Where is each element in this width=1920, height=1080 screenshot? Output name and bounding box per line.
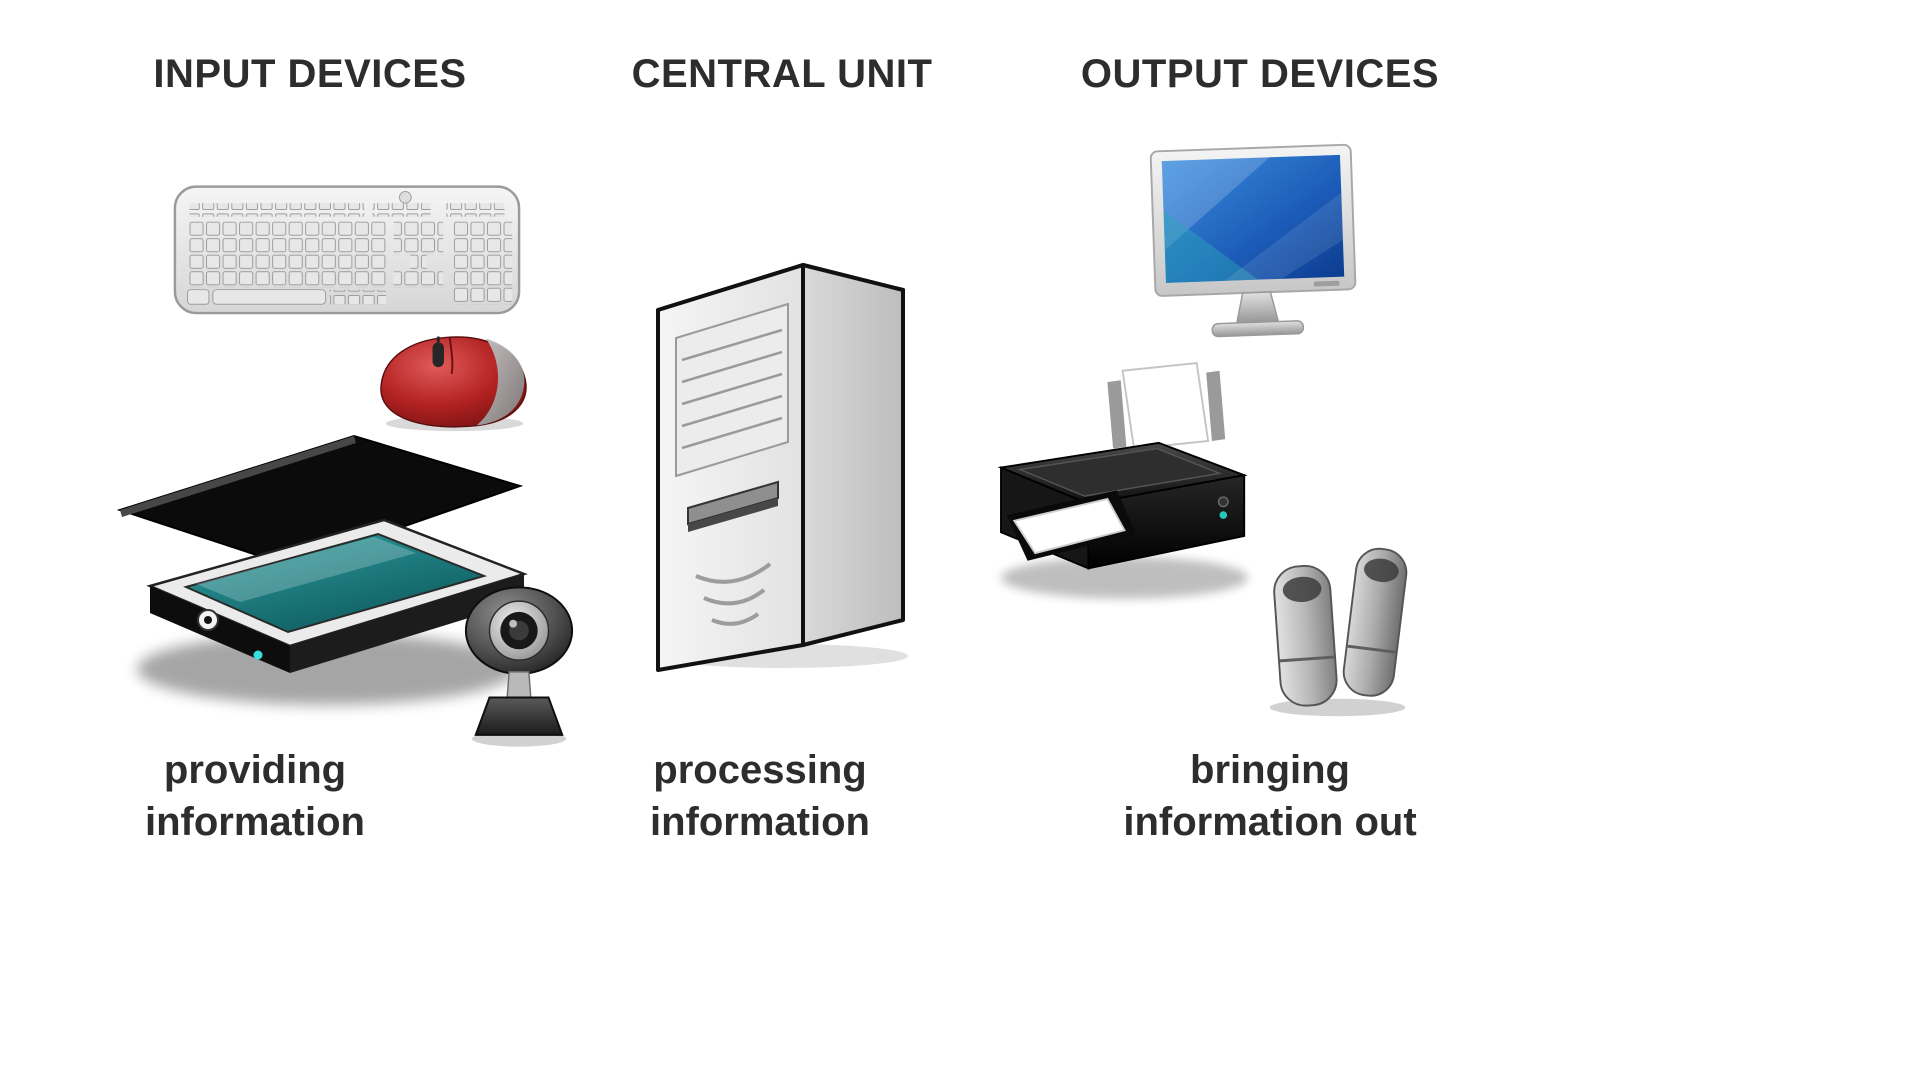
caption-central-line2: information xyxy=(650,800,870,844)
webcam-icon xyxy=(460,580,578,752)
caption-input: providing information xyxy=(0,744,510,848)
speakers-icon xyxy=(1260,540,1415,718)
caption-output-line1: bringing xyxy=(1190,748,1350,792)
mouse-icon xyxy=(372,328,537,433)
column-header-input: INPUT DEVICES xyxy=(153,52,467,96)
caption-central: processing information xyxy=(505,744,1015,848)
caption-output-line2: information out xyxy=(1123,800,1417,844)
keyboard-icon xyxy=(172,170,522,318)
scanner-icon xyxy=(112,424,537,729)
monitor-icon xyxy=(1142,140,1367,355)
caption-output: bringing information out xyxy=(1015,744,1525,848)
column-header-central: CENTRAL UNIT xyxy=(631,52,933,96)
caption-central-line1: processing xyxy=(653,748,867,792)
printer-icon xyxy=(982,345,1267,613)
caption-input-line1: providing xyxy=(163,748,347,792)
computer-tower-icon xyxy=(638,240,928,672)
column-header-output: OUTPUT DEVICES xyxy=(1080,52,1440,96)
caption-input-line2: information xyxy=(145,800,365,844)
